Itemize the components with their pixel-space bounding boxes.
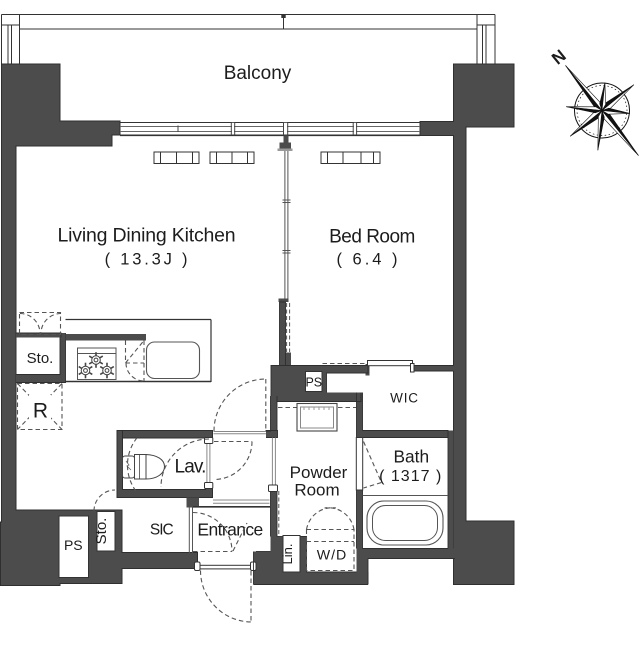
- svg-text:Living Dining Kitchen: Living Dining Kitchen: [58, 225, 236, 247]
- svg-text:Bath: Bath: [394, 447, 430, 467]
- svg-text:( 6.4 ): ( 6.4 ): [336, 251, 400, 269]
- svg-text:( 13.3J ): ( 13.3J ): [105, 251, 191, 269]
- svg-text:R: R: [33, 400, 48, 423]
- svg-text:SIC: SIC: [150, 522, 174, 539]
- svg-text:Balcony: Balcony: [224, 63, 292, 84]
- svg-text:Lin.: Lin.: [280, 544, 295, 565]
- svg-text:Sto.: Sto.: [27, 350, 54, 367]
- svg-text:( 1317 ): ( 1317 ): [379, 468, 442, 485]
- svg-text:W/D: W/D: [317, 548, 348, 564]
- svg-text:Powder: Powder: [290, 463, 348, 482]
- svg-text:Entrance: Entrance: [197, 520, 262, 540]
- svg-text:PS: PS: [305, 376, 322, 390]
- svg-text:Bed Room: Bed Room: [329, 227, 415, 248]
- svg-text:WIC: WIC: [390, 391, 419, 406]
- svg-text:Sto.: Sto.: [93, 518, 110, 545]
- svg-text:Lav.: Lav.: [175, 457, 206, 478]
- svg-text:Room: Room: [294, 481, 339, 500]
- svg-text:PS: PS: [64, 537, 83, 553]
